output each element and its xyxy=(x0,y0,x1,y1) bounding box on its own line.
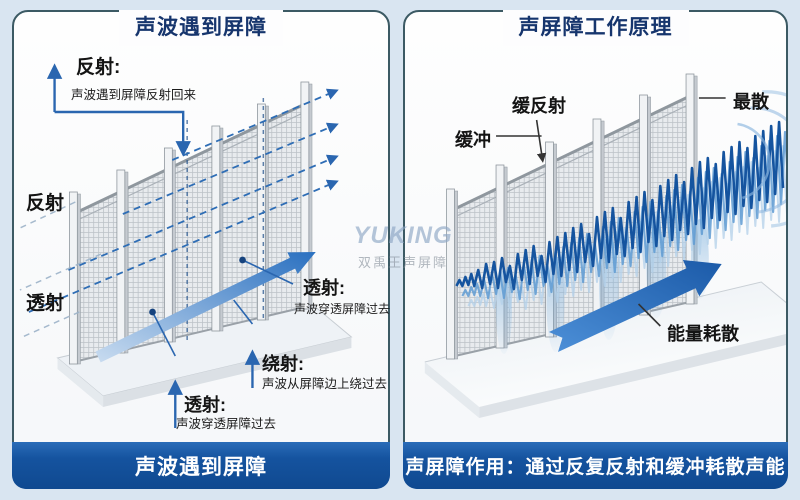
dispersal-arcs xyxy=(737,90,786,228)
noise-barrier-fence xyxy=(69,81,313,365)
energy-dissipation-label: 能量耗散 xyxy=(667,324,739,344)
left-scene-illustration xyxy=(19,63,353,428)
left-banner: 声波遇到屏障 xyxy=(12,442,390,489)
transmission-right-label: 透射: xyxy=(303,278,345,298)
diffraction-desc: 声波从屏障边上绕过去 xyxy=(262,377,388,391)
callout-connectors xyxy=(151,259,294,357)
ground-platform xyxy=(424,281,786,418)
reflection-callout-desc: 声波遇到屏障反射回来 xyxy=(71,88,197,102)
transmission-bottom-desc: 声波穿透屏障过去 xyxy=(176,417,277,431)
left-panel-title: 声波遇到屏障 xyxy=(119,10,283,46)
dispersal-label: 最散 xyxy=(733,92,769,112)
buffer-label: 缓冲 xyxy=(455,130,491,150)
callout-arrows xyxy=(46,63,261,428)
right-banner: 声屏障作用：通过反复反射和缓冲耗散声能 xyxy=(403,442,788,489)
left-panel: 声波遇到屏障 xyxy=(12,10,390,489)
transmission-right-desc: 声波穿透屏障过去 xyxy=(294,302,391,316)
flow-arrow xyxy=(95,252,316,363)
callout-dot xyxy=(239,256,246,264)
slow-reflection-label: 缓反射 xyxy=(512,96,566,116)
right-panel: 声屏障工作原理 xyxy=(403,10,788,489)
pointer-lines xyxy=(496,97,726,327)
callout-dot xyxy=(149,308,156,316)
right-panel-title: 声屏障工作原理 xyxy=(502,10,689,46)
diffraction-label: 绕射: xyxy=(262,354,304,374)
right-scene-illustration xyxy=(424,73,786,418)
transmission-bottom-label: 透射: xyxy=(184,395,226,415)
transmission-side-label: 透射 xyxy=(26,293,65,314)
incoming-sound-dashed-arrows xyxy=(28,88,339,313)
reflection-side-label: 反射 xyxy=(26,193,65,214)
energy-flow-arrow xyxy=(548,260,722,352)
reflection-callout-label: 反射: xyxy=(76,57,121,78)
fence-posts xyxy=(69,81,313,365)
reflected-sound-dashed-lines xyxy=(19,201,102,339)
